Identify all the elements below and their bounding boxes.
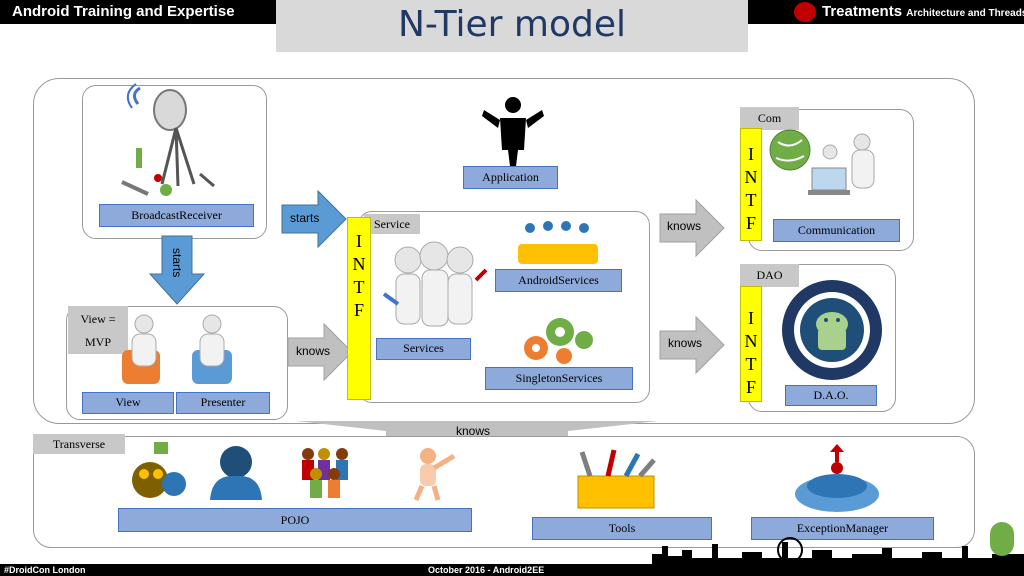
starts-right-label: starts <box>290 211 320 225</box>
dao-intf-bar: I N T F <box>740 286 762 402</box>
dao-label: D.A.O. <box>785 385 877 406</box>
singleton-services-label: SingletonServices <box>485 367 633 390</box>
intf-letter: N <box>744 331 758 351</box>
footer-left: #DroidCon London <box>4 565 86 575</box>
starts-down-arrow <box>148 235 206 305</box>
waving-person-icon <box>413 448 456 501</box>
knows-com-arrow <box>659 198 725 258</box>
presenter-label: Presenter <box>176 392 270 414</box>
globe-laptop-icon <box>769 129 875 195</box>
security-seal-icon <box>782 280 882 380</box>
starts-down-label: starts <box>170 248 184 278</box>
footer-center: October 2016 - Android2EE <box>428 565 545 575</box>
people-group-icon <box>302 448 348 498</box>
view-label: View <box>82 392 174 414</box>
knows-com-label: knows <box>667 219 702 233</box>
gears-icon <box>524 318 593 364</box>
bottom-bar <box>0 564 1024 576</box>
dao-group-label: DAO <box>740 264 799 287</box>
tools-label: Tools <box>532 517 712 540</box>
application-label: Application <box>463 166 558 189</box>
intf-letter: N <box>352 254 366 274</box>
intf-letter: F <box>745 377 756 397</box>
knows-view-arrow <box>287 322 353 382</box>
services-label: Services <box>376 338 471 360</box>
header-right-subtitle: Architecture and Threads <box>906 8 1024 19</box>
knows-transverse-label: knows <box>456 424 491 438</box>
satellite-dish-icon <box>121 83 215 196</box>
workers-icon <box>382 241 488 327</box>
businessman-icon <box>482 97 544 166</box>
intf-letter: I <box>356 231 362 251</box>
knows-view-label: knows <box>296 344 331 358</box>
intf-letter: I <box>748 144 754 164</box>
starts-right-arrow <box>281 189 347 249</box>
mvp-label: MVP <box>84 335 111 349</box>
header-left-title: Android Training and Expertise <box>12 3 235 20</box>
user-silhouette-icon <box>210 446 262 500</box>
android-mascot-icon <box>990 522 1014 556</box>
intf-letter: N <box>744 167 758 187</box>
com-intf-bar: I N T F <box>740 128 762 241</box>
service-group-label: Service <box>364 214 420 234</box>
header-right-title: Treatments Architecture and Threads <box>822 3 1024 20</box>
skyline-icon <box>652 537 1024 564</box>
communication-label: Communication <box>773 219 900 242</box>
mascots-icon <box>132 442 186 498</box>
exception-manager-label: ExceptionManager <box>751 517 934 540</box>
transverse-group-label: Transverse <box>33 434 125 454</box>
intf-letter: F <box>745 213 756 233</box>
toolbox-icon <box>577 449 656 509</box>
broadcast-receiver-label: BroadcastReceiver <box>99 204 254 227</box>
service-intf-bar: I N T F <box>347 217 371 400</box>
view-equals-label: View = <box>80 312 116 326</box>
intf-letter: T <box>745 354 757 374</box>
com-group-label: Com <box>740 107 799 130</box>
view-mvp-header: View = MVP <box>68 306 128 354</box>
service-people-icon <box>518 221 598 264</box>
header-treatments: Treatments <box>822 3 903 20</box>
intf-letter: I <box>748 308 754 328</box>
pojo-label: POJO <box>118 508 472 532</box>
android-logo-icon <box>794 2 816 22</box>
title-box <box>276 0 748 52</box>
knows-dao-arrow <box>659 315 725 375</box>
sitting-people-icon <box>122 314 232 384</box>
intf-letter: T <box>353 277 365 297</box>
crowd-alert-icon <box>795 444 879 512</box>
slide-title: N-Tier model <box>398 4 626 45</box>
knows-dao-label: knows <box>668 336 703 350</box>
intf-letter: T <box>745 190 757 210</box>
android-services-label: AndroidServices <box>495 269 622 292</box>
intf-letter: F <box>353 300 364 320</box>
